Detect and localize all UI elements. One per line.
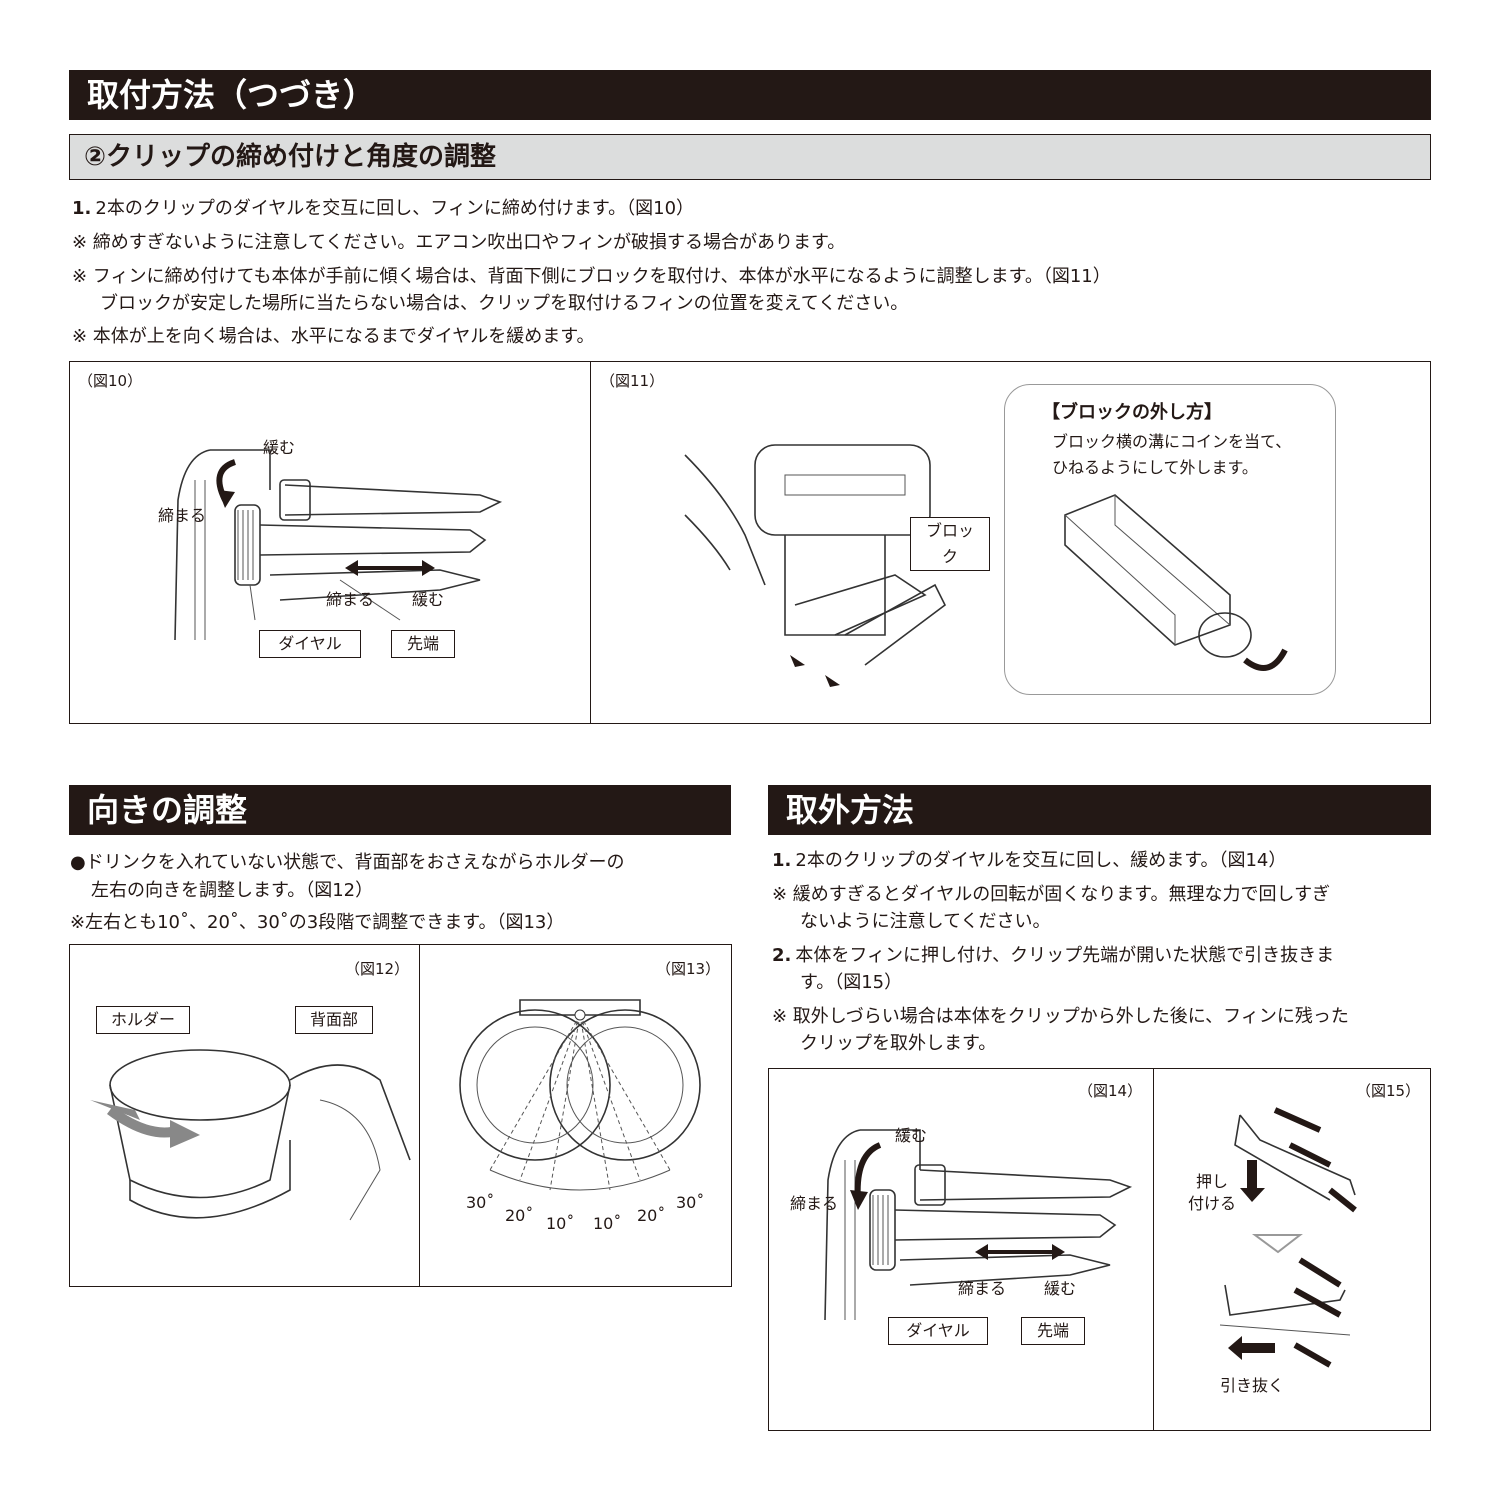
fig10-tip-callout: 先端 bbox=[391, 630, 455, 658]
fig13-angle-right-20: 20˚ bbox=[637, 1206, 666, 1225]
section-install-title: 取付方法（つづき） bbox=[69, 70, 1431, 120]
remove-step-2-text: 本体をフィンに押し付け、クリップ先端が開いた状態で引き抜きま bbox=[795, 945, 1335, 966]
section-remove-title: 取外方法 bbox=[768, 785, 1431, 835]
fig12-back-callout: 背面部 bbox=[295, 1006, 373, 1034]
fig13-angle-illustration bbox=[459, 999, 701, 1191]
fig15-push-line2: 付ける bbox=[1188, 1194, 1237, 1213]
fig10-clip-illustration bbox=[174, 449, 503, 641]
fig11-bubble-title: 【ブロックの外し方】 bbox=[1042, 402, 1222, 423]
fig14-tighten-left: 締まる bbox=[790, 1194, 839, 1213]
fig12-holder-callout: ホルダー bbox=[96, 1006, 190, 1034]
install-step-1: 1.2本のクリップのダイヤルを交互に回し、フィンに締め付けます。（図10） bbox=[72, 196, 694, 222]
fig15-pull-label: 引き抜く bbox=[1220, 1376, 1285, 1395]
section-install-subtitle: ②クリップの締め付けと角度の調整 bbox=[69, 134, 1431, 180]
remove-note-1b: ないように注意してください。 bbox=[800, 911, 1051, 932]
fig11-removal-bubble bbox=[1004, 384, 1336, 695]
fig10-loosen-top: 緩む bbox=[263, 438, 296, 457]
remove-note-2b: クリップを取外します。 bbox=[800, 1033, 997, 1054]
direction-line-2: ※左右とも10˚、20˚、30˚の3段階で調整できます。（図13） bbox=[70, 912, 565, 933]
fig11-block-illustration bbox=[684, 444, 947, 687]
fig10-dial-callout: ダイヤル bbox=[259, 630, 361, 658]
figure-panel-10-11 bbox=[69, 361, 1431, 724]
fig11-bubble-line1: ブロック横の溝にコインを当て、 bbox=[1052, 432, 1292, 451]
fig11-coin-illustration bbox=[1064, 494, 1288, 671]
fig10-loosen-bottom: 緩む bbox=[412, 590, 445, 609]
fig14-tighten-bottom: 締まる bbox=[958, 1279, 1007, 1298]
fig10-tighten-bottom: 締まる bbox=[326, 590, 375, 609]
remove-step-1-number: 1. bbox=[772, 850, 792, 871]
fig10-tighten-left: 締まる bbox=[158, 506, 207, 525]
install-note-2b: ブロックが安定した場所に当たらない場合は、クリップを取付けるフィンの位置を変えて… bbox=[100, 293, 909, 314]
figure-divider-14-15 bbox=[1153, 1068, 1154, 1431]
fig15-push-pull-illustration bbox=[1219, 1107, 1357, 1368]
install-note-3: ※ 本体が上を向く場合は、水平になるまでダイヤルを緩めます。 bbox=[72, 326, 595, 347]
fig11-label: （図11） bbox=[600, 372, 665, 390]
install-step-1-text: 2本のクリップのダイヤルを交互に回し、フィンに締め付けます。（図10） bbox=[95, 198, 695, 219]
remove-step-2b: す。（図15） bbox=[800, 972, 903, 993]
fig13-angle-left-20: 20˚ bbox=[505, 1206, 534, 1225]
figure-divider-12-13 bbox=[419, 944, 420, 1287]
figure-divider bbox=[590, 361, 591, 724]
fig13-angle-left-30: 30˚ bbox=[466, 1193, 495, 1212]
remove-step-2: 2.本体をフィンに押し付け、クリップ先端が開いた状態で引き抜きま bbox=[772, 943, 1334, 969]
fig13-angle-left-10: 10˚ bbox=[546, 1214, 575, 1233]
fig14-loosen-top: 緩む bbox=[895, 1126, 928, 1145]
fig11-block-callout: ブロック bbox=[910, 517, 990, 571]
remove-step-1: 1.2本のクリップのダイヤルを交互に回し、緩めます。（図14） bbox=[772, 848, 1286, 874]
fig12-holder-illustration bbox=[90, 1049, 411, 1221]
fig14-clip-illustration bbox=[824, 1129, 1133, 1321]
install-note-2a: ※ フィンに締め付けても本体が手前に傾く場合は、背面下側にブロックを取付け、本体… bbox=[72, 266, 1111, 287]
fig13-angle-right-10: 10˚ bbox=[593, 1214, 622, 1233]
remove-step-2-number: 2. bbox=[772, 945, 792, 966]
install-note-1: ※ 締めすぎないように注意してください。エアコン吹出口やフィンが破損する場合があ… bbox=[72, 232, 846, 253]
fig14-dial-callout: ダイヤル bbox=[888, 1317, 988, 1345]
fig11-bubble-line2: ひねるようにして外します。 bbox=[1052, 458, 1258, 477]
fig14-tip-callout: 先端 bbox=[1021, 1317, 1085, 1345]
section-direction-title: 向きの調整 bbox=[69, 785, 731, 835]
fig14-label: （図14） bbox=[1078, 1082, 1143, 1100]
install-step-1-number: 1. bbox=[72, 198, 92, 219]
remove-step-1-text: 2本のクリップのダイヤルを交互に回し、緩めます。（図14） bbox=[795, 850, 1287, 871]
direction-line-1b: 左右の向きを調整します。（図12） bbox=[91, 880, 374, 901]
fig15-push-line1: 押し bbox=[1196, 1172, 1229, 1191]
fig12-label: （図12） bbox=[345, 960, 410, 978]
remove-note-2a: ※ 取外しづらい場合は本体をクリップから外した後に、フィンに残った bbox=[772, 1006, 1349, 1027]
fig13-angle-right-30: 30˚ bbox=[676, 1193, 705, 1212]
figure-panel-12-13 bbox=[69, 944, 732, 1287]
fig13-label: （図13） bbox=[656, 960, 721, 978]
figure-panel-14-15 bbox=[768, 1068, 1431, 1431]
fig10-label: （図10） bbox=[78, 372, 143, 390]
direction-line-1: ●ドリンクを入れていない状態で、背面部をおさえながらホルダーの bbox=[70, 852, 625, 873]
remove-note-1a: ※ 緩めすぎるとダイヤルの回転が固くなります。無理な力で回しすぎ bbox=[772, 884, 1331, 905]
fig15-label: （図15） bbox=[1356, 1082, 1421, 1100]
fig14-loosen-bottom: 緩む bbox=[1044, 1279, 1077, 1298]
